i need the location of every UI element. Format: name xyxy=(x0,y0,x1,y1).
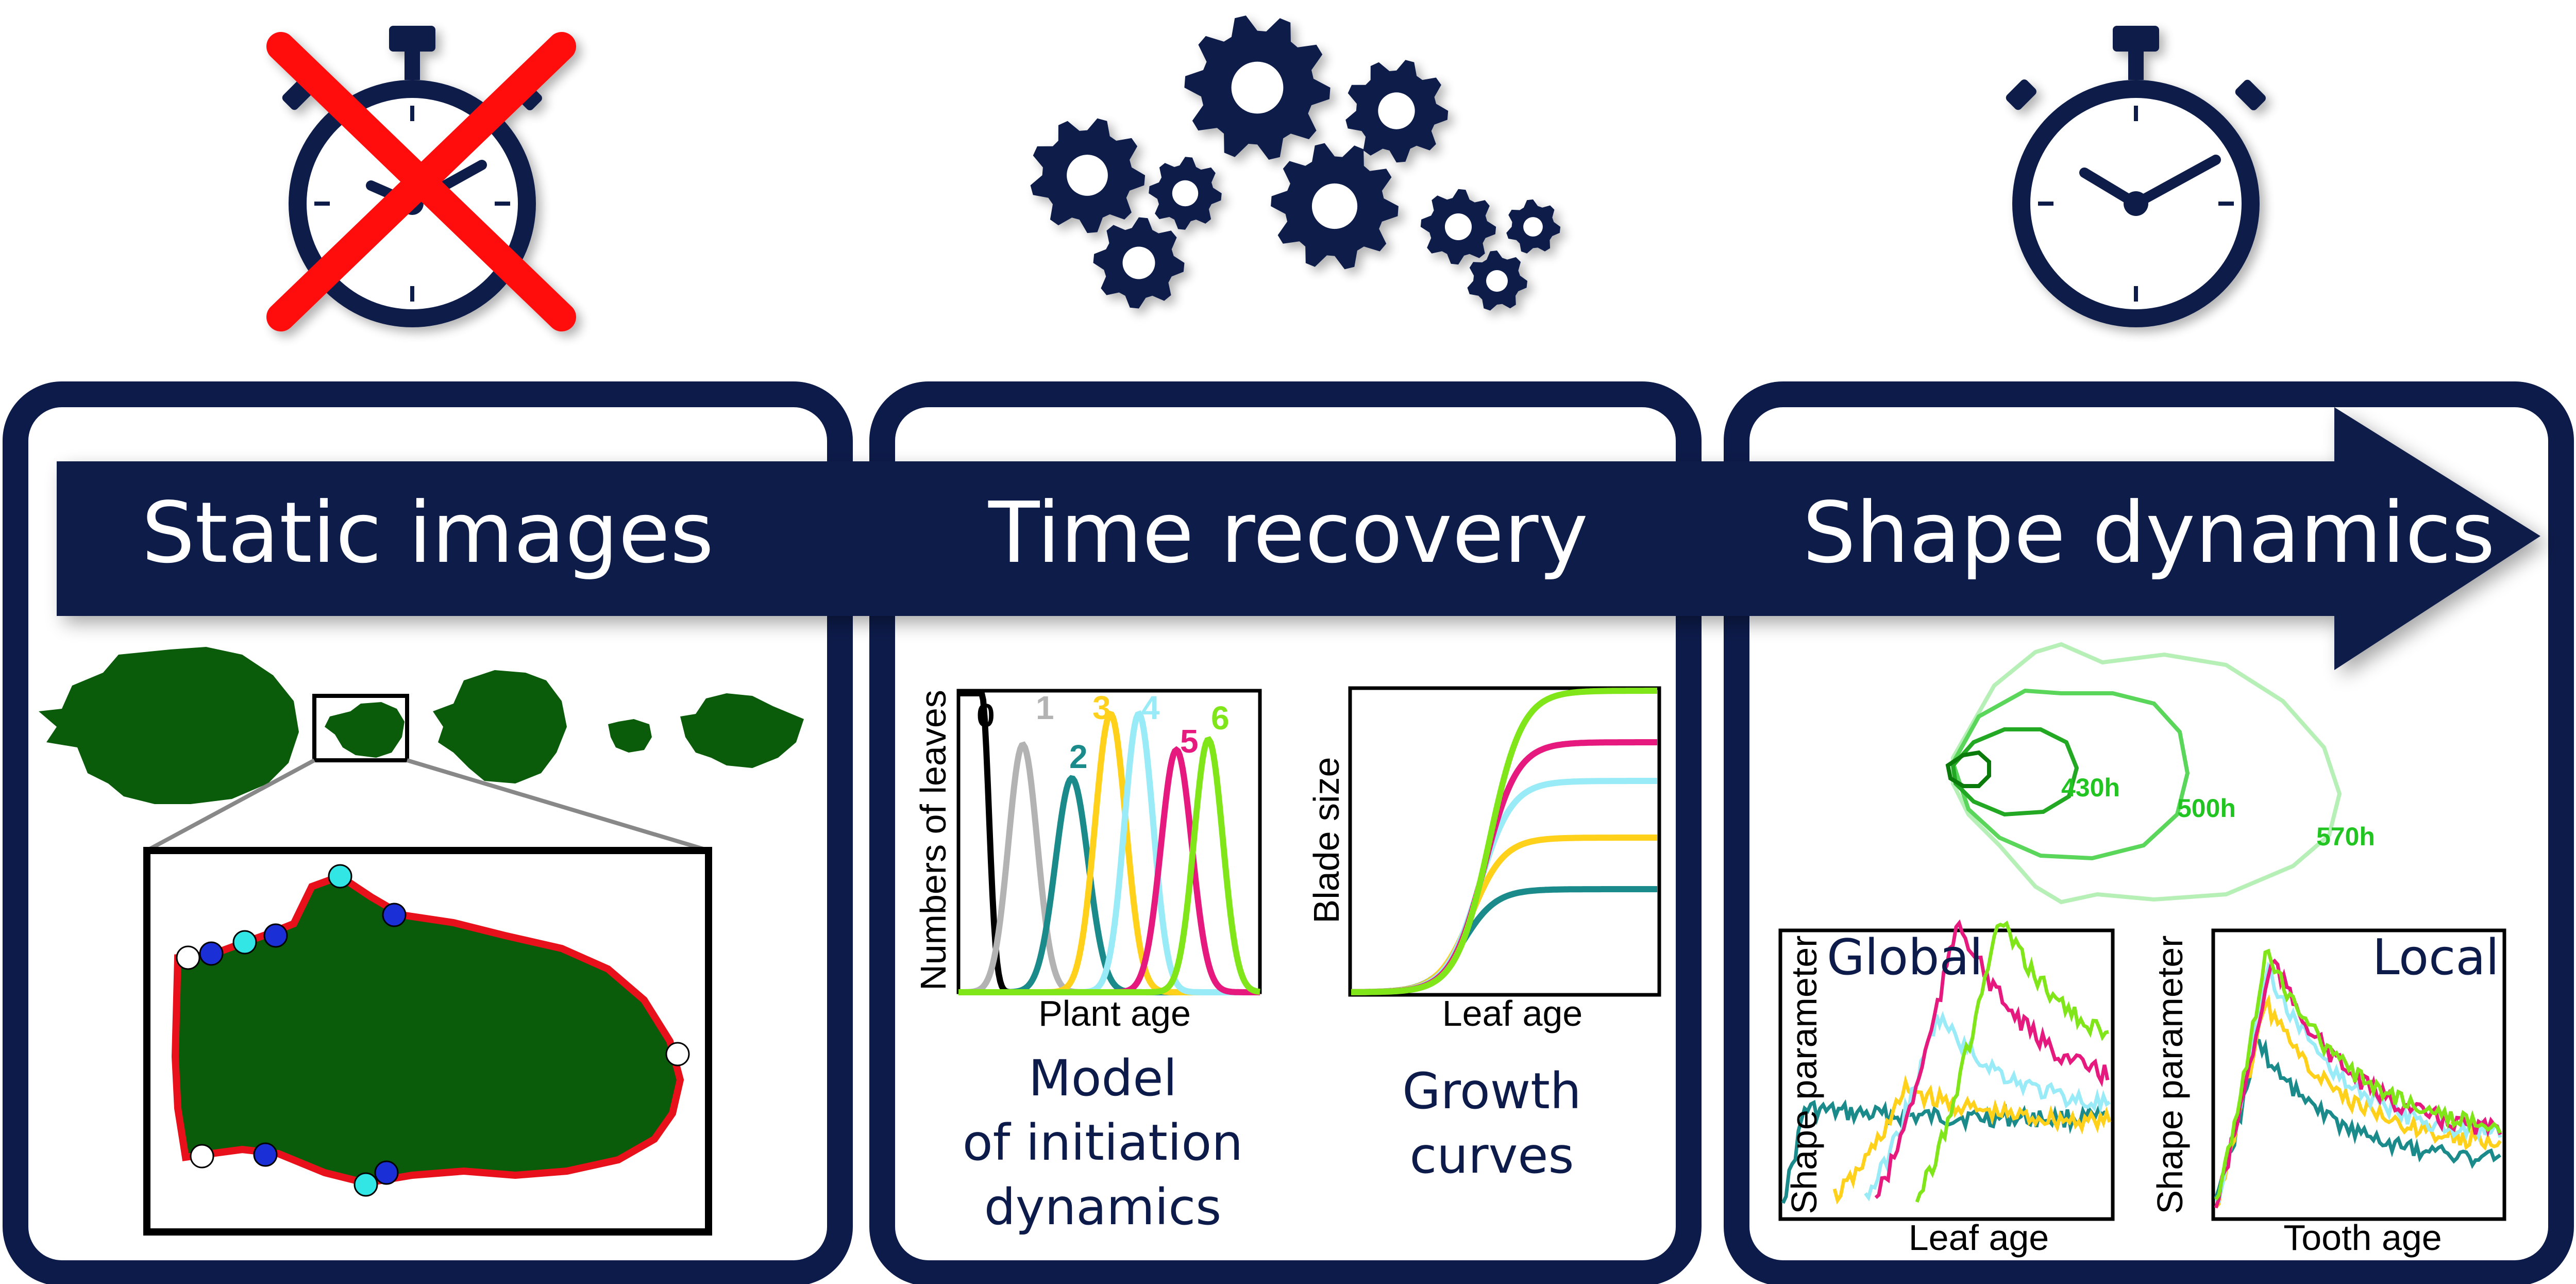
gears-icon xyxy=(1030,15,1561,311)
zoomed-leaf-outline xyxy=(171,872,684,1187)
shape-parameter-curve xyxy=(1832,1074,2112,1205)
leaf-silhouette-1 xyxy=(39,647,299,804)
initiation-curve xyxy=(958,736,1260,995)
landmark-point xyxy=(232,930,257,955)
global-plot: Global Shape parameter Leaf age xyxy=(1778,919,2115,1258)
growth-plot: Blade size Leaf age xyxy=(1306,686,1661,1033)
stopwatch-crossed-icon xyxy=(266,26,576,331)
shape-parameter-curve xyxy=(1864,1011,2111,1202)
landmark-point xyxy=(353,1172,378,1197)
initiation-curve-label: 4 xyxy=(1141,689,1160,726)
initiation-curve-label: 0 xyxy=(976,697,995,734)
leaf-outline-430h xyxy=(1950,727,2079,817)
shape-parameter-curve xyxy=(2214,948,2502,1200)
banner-label-shape: Shape dynamics xyxy=(1803,485,2495,582)
leaf-silhouette-5 xyxy=(680,693,804,768)
landmark-point xyxy=(382,903,407,927)
gear-hole xyxy=(1444,213,1472,241)
stopwatch-icon xyxy=(2006,26,2266,327)
banner-label-time: Time recovery xyxy=(988,485,1588,582)
global-plot-title: Global xyxy=(1827,929,1983,986)
time-label-570h: 570h xyxy=(2316,822,2375,851)
gear-hole xyxy=(1067,155,1108,196)
leaf-silhouettes xyxy=(39,647,804,804)
zoom-line-right xyxy=(406,758,710,853)
global-xlabel: Leaf age xyxy=(1909,1218,2049,1258)
landmark-point xyxy=(190,1144,214,1169)
initiation-curve-label: 5 xyxy=(1180,723,1199,760)
caption-model-line: Model xyxy=(1029,1049,1177,1107)
gear-hole xyxy=(1311,183,1358,229)
initiation-ylabel: Numbers of leaves xyxy=(913,690,953,991)
shape-parameter-curve xyxy=(1874,919,2110,1199)
initiation-curve-label: 2 xyxy=(1069,738,1088,775)
growth-curve xyxy=(1351,688,1657,995)
banner-arrow xyxy=(57,407,2540,670)
caption-growth-line: curves xyxy=(1410,1127,1574,1185)
local-xlabel: Tooth age xyxy=(2283,1218,2442,1258)
zoom-selection-box xyxy=(312,694,409,762)
landmark-point xyxy=(253,1142,278,1167)
zoom-line-left xyxy=(146,758,315,853)
banner-label-static: Static images xyxy=(142,485,714,582)
local-ylabel: Shape parameter xyxy=(2150,936,2190,1214)
growth-ylabel: Blade size xyxy=(1306,757,1346,924)
shape-parameter-curve xyxy=(1915,920,2109,1203)
gear-hole xyxy=(1172,180,1199,207)
gear-hole xyxy=(1231,61,1284,114)
gear-hole xyxy=(1523,217,1543,237)
initiation-curve-label: 1 xyxy=(1036,689,1054,726)
landmark-point xyxy=(328,864,352,889)
zoomed-leaf-inset xyxy=(143,847,712,1236)
time-label-500h: 500h xyxy=(2177,794,2236,823)
caption-model-line: of initiation xyxy=(963,1114,1243,1172)
local-plot-title: Local xyxy=(2372,929,2499,986)
time-label-430h: 430h xyxy=(2061,773,2120,802)
leaf-silhouette-3 xyxy=(433,670,567,783)
landmark-point xyxy=(665,1042,690,1066)
leaf-outline-early xyxy=(1945,750,1991,788)
landmark-point xyxy=(176,945,200,970)
leaf-outline-570h xyxy=(1951,642,2342,905)
initiation-curve-label: 6 xyxy=(1211,699,1230,737)
leaf-silhouette-4 xyxy=(608,719,652,753)
leaf-outline-overlay xyxy=(1945,642,2342,905)
initiation-xlabel: Plant age xyxy=(1038,993,1191,1033)
landmark-point xyxy=(374,1160,399,1185)
caption-growth: Growth curves xyxy=(1402,1062,1581,1185)
caption-growth-line: Growth xyxy=(1402,1062,1581,1120)
global-ylabel: Shape parameter xyxy=(1784,936,1824,1214)
caption-model-line: dynamics xyxy=(984,1178,1221,1236)
leaf-silhouette-2 xyxy=(325,702,405,758)
landmark-point xyxy=(263,923,288,948)
leaf-outline-500h xyxy=(1950,688,2190,861)
local-plot: Local Shape parameter Tooth age xyxy=(2150,928,2506,1258)
gear-hole xyxy=(1122,246,1155,279)
gear-hole xyxy=(1378,92,1415,129)
shape-parameter-curve xyxy=(2214,1037,2502,1199)
growth-xlabel: Leaf age xyxy=(1442,993,1582,1033)
landmark-point xyxy=(199,941,224,966)
landmark-points xyxy=(176,864,690,1197)
caption-model: Model of initiation dynamics xyxy=(963,1049,1243,1236)
gear-hole xyxy=(1486,270,1508,292)
initiation-curve-label: 3 xyxy=(1092,689,1111,726)
